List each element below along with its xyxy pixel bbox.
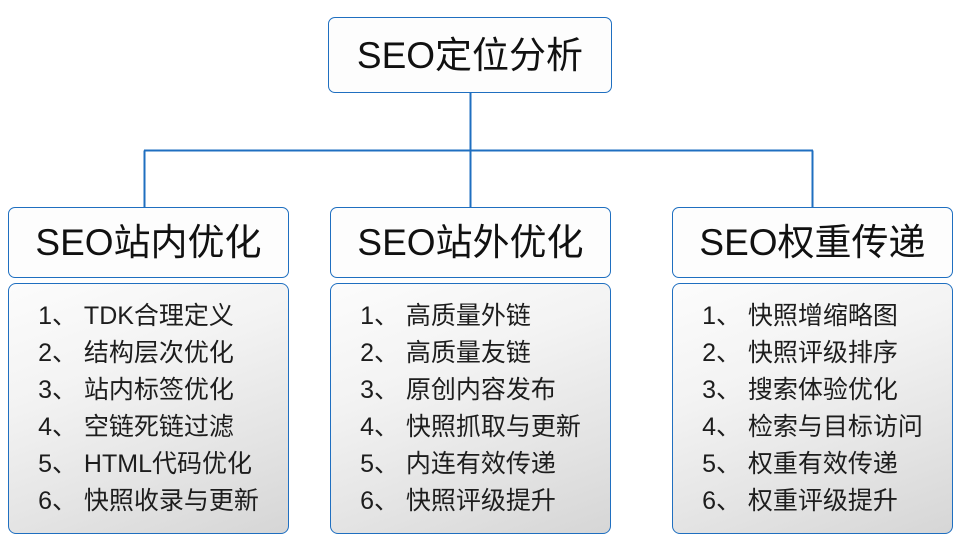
- list-item: 4、 检索与目标访问: [702, 409, 923, 446]
- list-item: 5、 内连有效传递: [360, 446, 581, 483]
- list-item: 6、 快照收录与更新: [38, 483, 259, 520]
- branch-header-title-3: SEO权重传递: [699, 222, 926, 263]
- list-item-label: 结构层次优化: [83, 339, 234, 367]
- list-item-label: 高质量外链: [405, 302, 531, 330]
- list-item-label: 快照抓取与更新: [405, 413, 581, 441]
- list-item-index: 1、: [702, 302, 741, 330]
- list-item-label: 快照增缩略图: [747, 302, 898, 330]
- branch-body-1: 1、 TDK合理定义 2、 结构层次优化 3、 站内标签优化 4、 空链死链过滤…: [8, 283, 289, 534]
- branch-body-3: 1、 快照增缩略图 2、 快照评级排序 3、 搜索体验优化 4、 检索与目标访问…: [672, 283, 953, 534]
- branch-header-3[interactable]: SEO权重传递: [672, 207, 953, 278]
- branch-item-list-1: 1、 TDK合理定义 2、 结构层次优化 3、 站内标签优化 4、 空链死链过滤…: [38, 298, 259, 520]
- list-item: 3、 站内标签优化: [38, 372, 259, 409]
- list-item-index: 1、: [38, 302, 77, 330]
- list-item-index: 4、: [702, 413, 741, 441]
- list-item-label: 快照评级提升: [405, 487, 556, 515]
- branch-header-1[interactable]: SEO站内优化: [8, 207, 289, 278]
- list-item-label: 空链死链过滤: [83, 413, 234, 441]
- list-item: 6、 权重评级提升: [702, 483, 923, 520]
- list-item-label: 内连有效传递: [405, 450, 556, 478]
- branch-item-list-2: 1、 高质量外链 2、 高质量友链 3、 原创内容发布 4、 快照抓取与更新 5…: [360, 298, 581, 520]
- list-item-index: 4、: [360, 413, 399, 441]
- list-item: 4、 快照抓取与更新: [360, 409, 581, 446]
- branch-item-list-3: 1、 快照增缩略图 2、 快照评级排序 3、 搜索体验优化 4、 检索与目标访问…: [702, 298, 923, 520]
- branch-header-title-2: SEO站外优化: [357, 222, 584, 263]
- list-item-label: 站内标签优化: [83, 376, 234, 404]
- list-item-index: 6、: [360, 487, 399, 515]
- list-item-index: 3、: [38, 376, 77, 404]
- list-item-label: 检索与目标访问: [747, 413, 923, 441]
- list-item: 4、 空链死链过滤: [38, 409, 259, 446]
- branch-body-2: 1、 高质量外链 2、 高质量友链 3、 原创内容发布 4、 快照抓取与更新 5…: [330, 283, 611, 534]
- list-item-index: 2、: [702, 339, 741, 367]
- root-node-title: SEO定位分析: [356, 34, 584, 76]
- list-item-index: 6、: [702, 487, 741, 515]
- list-item-index: 2、: [360, 339, 399, 367]
- list-item-label: HTML代码优化: [83, 450, 252, 478]
- list-item-index: 2、: [38, 339, 77, 367]
- list-item: 1、 TDK合理定义: [38, 298, 259, 335]
- list-item-index: 3、: [702, 376, 741, 404]
- branch-column-1: SEO站内优化 1、 TDK合理定义 2、 结构层次优化 3、 站内标签优化 4…: [8, 207, 289, 534]
- list-item-label: 权重有效传递: [747, 450, 898, 478]
- list-item-label: 原创内容发布: [405, 376, 556, 404]
- list-item-index: 5、: [702, 450, 741, 478]
- list-item: 5、 权重有效传递: [702, 446, 923, 483]
- list-item-index: 3、: [360, 376, 399, 404]
- branch-column-3: SEO权重传递 1、 快照增缩略图 2、 快照评级排序 3、 搜索体验优化 4、: [672, 207, 953, 534]
- list-item-index: 4、: [38, 413, 77, 441]
- list-item-label: 快照收录与更新: [83, 487, 259, 515]
- list-item: 1、 快照增缩略图: [702, 298, 923, 335]
- list-item-label: TDK合理定义: [83, 302, 234, 330]
- list-item: 5、 HTML代码优化: [38, 446, 259, 483]
- list-item: 2、 结构层次优化: [38, 335, 259, 372]
- list-item: 2、 高质量友链: [360, 335, 581, 372]
- branch-header-2[interactable]: SEO站外优化: [330, 207, 611, 278]
- list-item-label: 快照评级排序: [747, 339, 898, 367]
- list-item-index: 5、: [38, 450, 77, 478]
- root-node[interactable]: SEO定位分析: [328, 17, 612, 93]
- branch-header-title-1: SEO站内优化: [35, 222, 262, 263]
- list-item: 3、 搜索体验优化: [702, 372, 923, 409]
- branch-column-2: SEO站外优化 1、 高质量外链 2、 高质量友链 3、 原创内容发布 4、 快: [330, 207, 611, 534]
- list-item-label: 搜索体验优化: [747, 376, 898, 404]
- list-item-label: 高质量友链: [405, 339, 531, 367]
- list-item: 3、 原创内容发布: [360, 372, 581, 409]
- list-item: 6、 快照评级提升: [360, 483, 581, 520]
- list-item: 1、 高质量外链: [360, 298, 581, 335]
- list-item-index: 1、: [360, 302, 399, 330]
- list-item: 2、 快照评级排序: [702, 335, 923, 372]
- list-item-label: 权重评级提升: [747, 487, 898, 515]
- list-item-index: 5、: [360, 450, 399, 478]
- list-item-index: 6、: [38, 487, 77, 515]
